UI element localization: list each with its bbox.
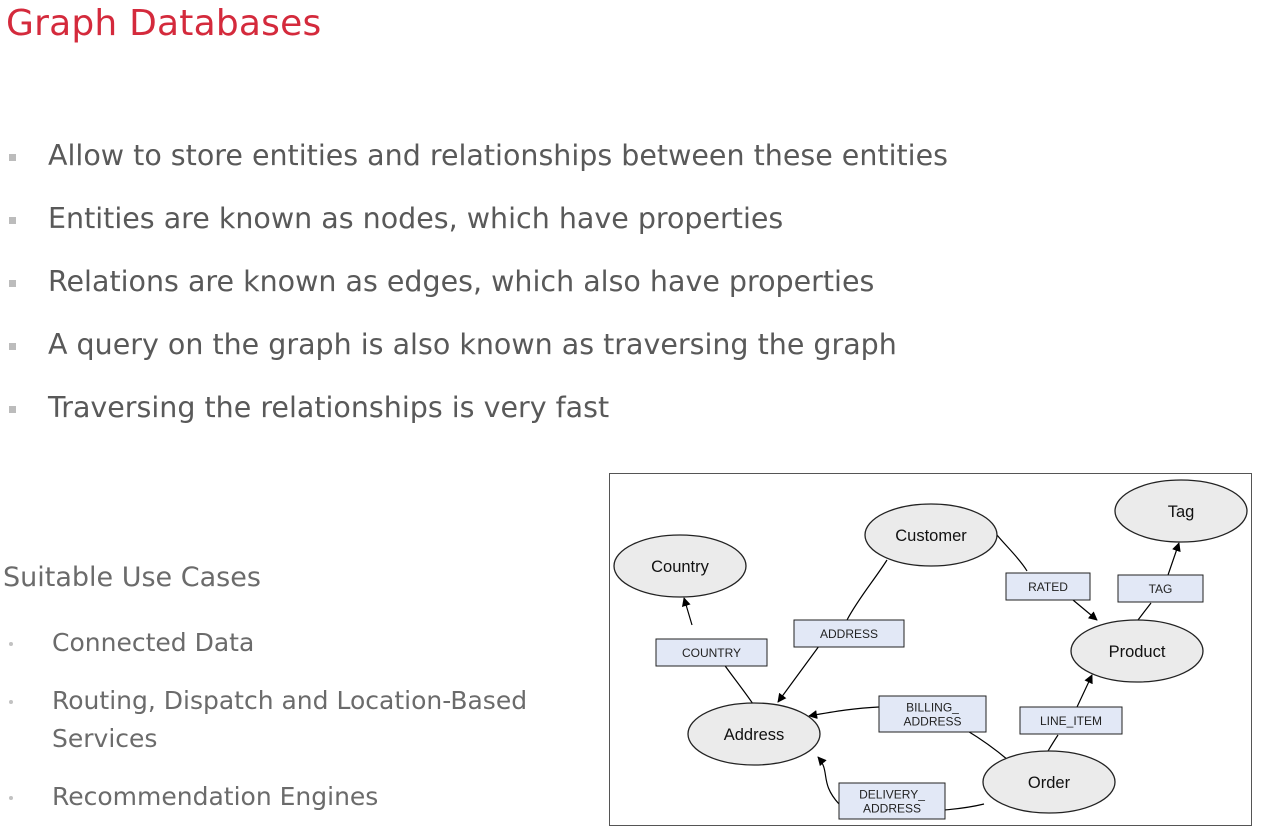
edge-delivery	[818, 757, 985, 811]
edge-label-box	[655, 638, 768, 667]
edge-label-tag: TAG	[1117, 574, 1204, 603]
edge-label-billing: BILLING_ADDRESS	[878, 695, 987, 733]
node-label: Product	[1109, 643, 1166, 661]
node-tag: Tag	[1114, 479, 1248, 543]
square-bullet-icon	[9, 280, 16, 287]
node-ellipse	[687, 702, 821, 766]
use-case-item: Recommendation Engines	[0, 778, 582, 816]
edge-label-text: TAG	[1149, 582, 1173, 596]
node-ellipse	[1070, 619, 1204, 683]
edge-address	[778, 559, 888, 702]
node-ellipse	[613, 534, 747, 598]
square-bullet-icon	[9, 343, 16, 350]
node-customer: Customer	[864, 503, 998, 567]
node-product: Product	[1070, 619, 1204, 683]
node-ellipse	[982, 750, 1116, 814]
edge-label-text: LINE_ITEM	[1040, 714, 1102, 728]
edge-label-text: DELIVERY_	[859, 788, 925, 802]
dot-bullet-icon	[9, 796, 13, 800]
node-ellipse	[1114, 479, 1248, 543]
use-case-list: Connected Data Routing, Dispatch and Loc…	[0, 624, 582, 836]
edge-label-text: ADDRESS	[903, 715, 961, 729]
use-case-item: Routing, Dispatch and Location-Based Ser…	[0, 682, 582, 758]
use-case-text: Recommendation Engines	[52, 782, 379, 811]
edge-label-box	[1117, 574, 1204, 603]
edge-label-text: COUNTRY	[682, 646, 741, 660]
edge-label-delivery: DELIVERY_ADDRESS	[838, 782, 946, 820]
use-case-item: Connected Data	[0, 624, 582, 662]
node-ellipse	[864, 503, 998, 567]
edge-label-box	[1005, 572, 1091, 601]
node-label: Tag	[1168, 503, 1195, 521]
bullet-text: A query on the graph is also known as tr…	[48, 328, 897, 361]
node-order: Order	[982, 750, 1116, 814]
bullet-text: Relations are known as edges, which also…	[48, 265, 875, 298]
node-label: Order	[1028, 774, 1071, 792]
edge-label-text: ADDRESS	[863, 802, 921, 816]
use-case-text: Routing, Dispatch and Location-Based Ser…	[52, 686, 528, 753]
node-label: Address	[724, 726, 785, 744]
slide-title: Graph Databases	[6, 3, 322, 44]
edge-label-text: BILLING_	[906, 701, 959, 715]
edge-label-line-item: LINE_ITEM	[1019, 706, 1123, 735]
edge-label-box	[878, 695, 987, 733]
bullet-text: Allow to store entities and relationship…	[48, 139, 948, 172]
dot-bullet-icon	[9, 642, 13, 646]
bullet-text: Traversing the relationships is very fas…	[48, 391, 610, 424]
use-cases-heading: Suitable Use Cases	[3, 562, 261, 593]
edge-label-box	[1019, 706, 1123, 735]
node-country: Country	[613, 534, 747, 598]
edge-label-country: COUNTRY	[655, 638, 768, 667]
node-label: Customer	[895, 527, 967, 545]
dot-bullet-icon	[9, 700, 13, 704]
node-label: Country	[651, 558, 710, 576]
edge-label-text: RATED	[1028, 580, 1068, 594]
square-bullet-icon	[9, 406, 16, 413]
use-case-text: Connected Data	[52, 628, 255, 657]
edge-label-text: ADDRESS	[820, 627, 878, 641]
bullet-text: Entities are known as nodes, which have …	[48, 202, 784, 235]
edge-label-box	[838, 782, 946, 820]
square-bullet-icon	[9, 217, 16, 224]
edge-line-item	[1047, 675, 1092, 752]
node-address: Address	[687, 702, 821, 766]
edge-label-address: ADDRESS	[793, 619, 905, 648]
square-bullet-icon	[9, 154, 16, 161]
edge-tag	[1137, 543, 1179, 621]
edge-label-rated: RATED	[1005, 572, 1091, 601]
edge-rated	[996, 534, 1097, 620]
edge-label-box	[793, 619, 905, 648]
